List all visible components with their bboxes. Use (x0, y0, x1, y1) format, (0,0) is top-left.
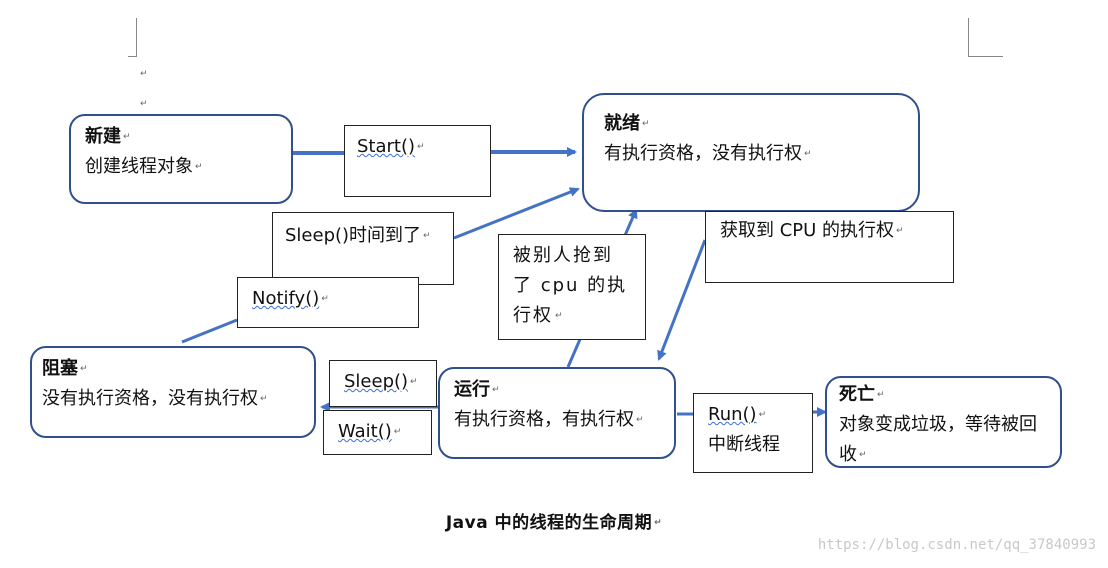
state-ready: 就绪↵ 有执行资格，没有执行权↵ (582, 93, 920, 212)
state-blocked: 阻塞↵ 没有执行资格，没有执行权↵ (30, 346, 316, 438)
diagram-caption: Java 中的线程的生命周期↵ (445, 513, 663, 533)
arrow-blocked-to-notify (181, 318, 238, 344)
state-running-title: 运行 (454, 379, 490, 400)
page-corner-mark-left (128, 18, 137, 57)
state-new: 新建↵ 创建线程对象↵ (69, 114, 293, 204)
label-get-cpu-text: 获取到 CPU 的执行权 (720, 220, 895, 241)
paragraph-mark: ↵ (140, 69, 148, 79)
arrow-ready-to-running (657, 239, 707, 361)
label-wait-text: Wait() (338, 421, 392, 442)
state-blocked-desc: 没有执行资格，没有执行权 (42, 388, 258, 409)
watermark: https://blog.csdn.net/qq_37840993 (817, 537, 1096, 553)
state-running-desc: 有执行资格，有执行权 (454, 409, 634, 430)
state-new-desc: 创建线程对象 (85, 156, 193, 177)
state-dead-desc: 对象变成垃圾，等待被回收 (839, 414, 1037, 465)
label-wait: Wait()↵ (323, 410, 432, 455)
label-get-cpu: 获取到 CPU 的执行权↵ (705, 211, 954, 283)
state-dead: 死亡↵ 对象变成垃圾，等待被回收↵ (825, 376, 1062, 468)
state-blocked-title: 阻塞 (42, 358, 78, 379)
paragraph-mark: ↵ (140, 99, 148, 109)
label-notify: Notify()↵ (237, 277, 419, 328)
label-sleep-timeout: Sleep()时间到了↵ (272, 212, 454, 285)
diagram-caption-text: Java 中的线程的生命周期 (445, 513, 653, 533)
label-preempted-text: 被别人抢到了 cpu 的执行权 (513, 245, 628, 326)
state-new-title: 新建 (85, 126, 121, 147)
label-notify-text: Notify() (252, 288, 320, 309)
label-preempted: 被别人抢到了 cpu 的执行权↵ (498, 234, 646, 340)
label-sleep-timeout-text: Sleep()时间到了 (285, 225, 422, 246)
state-dead-title: 死亡 (839, 384, 875, 405)
label-run-method: Run() (708, 404, 757, 425)
label-run-interrupt: 中断线程 (708, 434, 780, 455)
arrow-sleep-timeout-to-ready (453, 187, 580, 240)
page-corner-mark-right (968, 18, 1003, 57)
label-start: Start()↵ (344, 125, 491, 197)
state-running: 运行↵ 有执行资格，有执行权↵ (438, 367, 676, 459)
label-start-text: Start() (357, 136, 416, 157)
label-run: Run()↵ 中断线程 (693, 393, 813, 473)
state-ready-desc: 有执行资格，没有执行权 (604, 143, 802, 164)
state-ready-title: 就绪 (604, 113, 640, 134)
label-sleep-text: Sleep() (344, 371, 409, 392)
label-sleep: Sleep()↵ (329, 360, 437, 407)
